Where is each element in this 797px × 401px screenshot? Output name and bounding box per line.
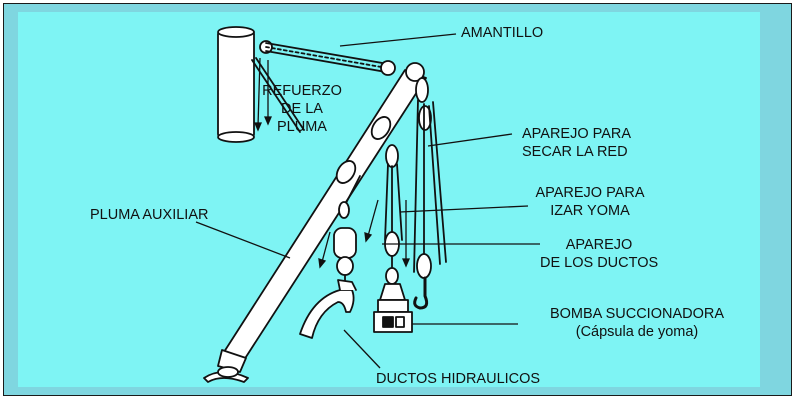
label-aparejo-ductos-line1: APAREJO bbox=[565, 237, 633, 253]
label-aparejo-secar: APAREJO PARA SECAR LA RED bbox=[522, 125, 631, 161]
topping-lift-cable bbox=[265, 42, 396, 76]
duct-tackle bbox=[333, 175, 361, 293]
label-aparejo-secar-line1: APAREJO PARA bbox=[522, 126, 632, 142]
label-refuerzo-line2: DE LA bbox=[281, 101, 323, 117]
label-aparejo-izar-line1: APAREJO PARA bbox=[535, 185, 645, 201]
leader-ductos bbox=[343, 329, 381, 369]
label-pluma-auxiliar: PLUMA AUXILIAR bbox=[90, 207, 209, 223]
boom-foot bbox=[203, 349, 249, 383]
label-bomba-line2: (Cápsula de yoma) bbox=[575, 324, 699, 340]
leader-aparejo-izar bbox=[399, 205, 529, 213]
label-refuerzo-line3: PLUMA bbox=[277, 119, 327, 135]
label-refuerzo-pluma: REFUERZO DE LA PLUMA bbox=[258, 82, 346, 136]
mast-post bbox=[217, 26, 273, 143]
label-aparejo-ductos-line2: DE LOS DUCTOS bbox=[540, 255, 659, 271]
label-ductos-hidraulicos: DUCTOS HIDRAULICOS bbox=[376, 371, 541, 387]
leader-aparejo-secar bbox=[427, 133, 513, 147]
leader-amantillo bbox=[339, 33, 457, 47]
leader-pluma-auxiliar bbox=[195, 221, 291, 259]
suction-pump bbox=[373, 283, 413, 333]
leader-lines bbox=[195, 33, 540, 369]
label-amantillo: AMANTILLO bbox=[461, 25, 544, 41]
hydraulic-ducts bbox=[299, 279, 357, 339]
label-bomba-succionadora: BOMBA SUCCIONADORA (Cápsula de yoma) bbox=[516, 305, 758, 341]
label-aparejo-izar-line2: IZAR YOMA bbox=[550, 203, 630, 219]
label-aparejo-izar: APAREJO PARA IZAR YOMA bbox=[530, 184, 650, 220]
label-bomba-line1: BOMBA SUCCIONADORA bbox=[549, 306, 725, 322]
label-aparejo-secar-line2: SECAR LA RED bbox=[522, 144, 628, 160]
direction-arrows bbox=[254, 57, 410, 269]
label-aparejo-ductos: APAREJO DE LOS DUCTOS bbox=[540, 236, 658, 272]
hoist-tackle bbox=[384, 144, 403, 285]
label-refuerzo-line1: REFUERZO bbox=[262, 83, 342, 99]
net-drying-tackle bbox=[413, 77, 447, 310]
